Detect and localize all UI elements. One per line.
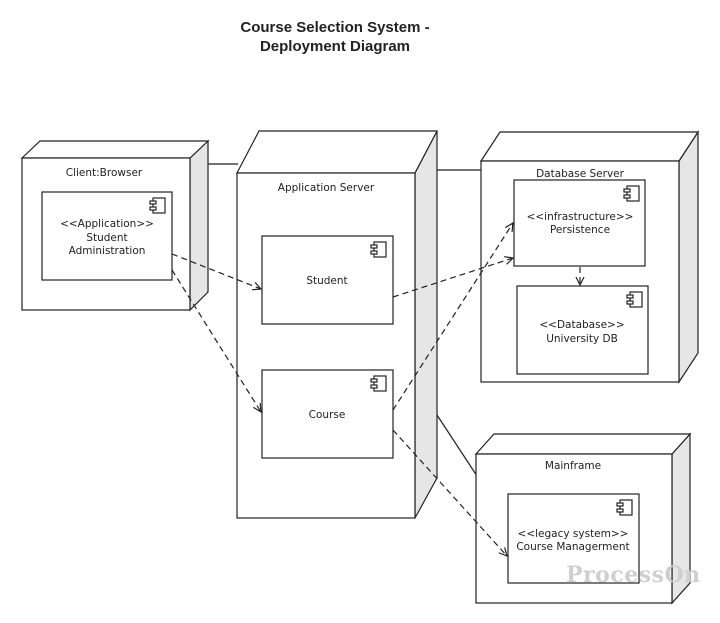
node-db-server-label: Database Server bbox=[536, 168, 625, 180]
node-client-label: Client:Browser bbox=[66, 167, 143, 179]
node-db-top bbox=[479, 131, 700, 162]
dependency-course-persistence bbox=[392, 223, 513, 411]
node-mainframe-label: Mainframe bbox=[545, 460, 601, 472]
component-icon bbox=[370, 375, 387, 392]
university-db-stereotype: <<Database>> bbox=[539, 319, 624, 331]
dependency-studentadmin-course bbox=[171, 269, 261, 412]
diagram-title: Course Selection System - Deployment Dia… bbox=[210, 18, 460, 56]
component-university-db bbox=[516, 285, 649, 375]
student-admin-stereotype: <<Application>> bbox=[60, 218, 154, 230]
course-component-label: Course bbox=[309, 409, 346, 421]
student-component-label: Student bbox=[306, 275, 347, 287]
component-icon bbox=[149, 197, 166, 214]
dependency-student-persistence bbox=[392, 258, 513, 298]
component-icon bbox=[370, 241, 387, 258]
node-app-side bbox=[414, 130, 438, 519]
student-admin-name-line1: Student bbox=[86, 232, 127, 244]
component-persistence bbox=[513, 179, 646, 267]
persistence-stereotype: <<infrastructure>> bbox=[527, 211, 634, 223]
node-mainframe-top bbox=[474, 433, 692, 455]
node-app-top bbox=[236, 130, 438, 174]
node-application-server bbox=[236, 130, 438, 519]
course-mgmt-name: Course Managerment bbox=[516, 541, 629, 553]
diagram-title-line-2: Deployment Diagram bbox=[259, 38, 411, 55]
student-admin-name-line2: Administration bbox=[69, 245, 146, 257]
component-icon bbox=[616, 499, 633, 516]
processon-watermark: ProcessOn bbox=[566, 562, 701, 588]
component-icon bbox=[623, 185, 640, 202]
node-app-server-label: Application Server bbox=[278, 182, 375, 194]
node-db-side bbox=[678, 129, 699, 385]
link-app-mainframe bbox=[436, 414, 478, 477]
dependency-course-coursemgmt bbox=[392, 429, 507, 556]
node-app-front bbox=[236, 172, 416, 519]
diagram-title-line-1: Course Selection System - bbox=[240, 19, 430, 36]
university-db-name: University DB bbox=[546, 333, 618, 345]
node-client-top bbox=[20, 140, 210, 159]
course-mgmt-stereotype: <<legacy system>> bbox=[518, 528, 629, 540]
dependency-studentadmin-student bbox=[171, 253, 261, 289]
node-client-side bbox=[189, 139, 209, 312]
component-icon bbox=[626, 291, 643, 308]
persistence-name: Persistence bbox=[550, 224, 610, 236]
